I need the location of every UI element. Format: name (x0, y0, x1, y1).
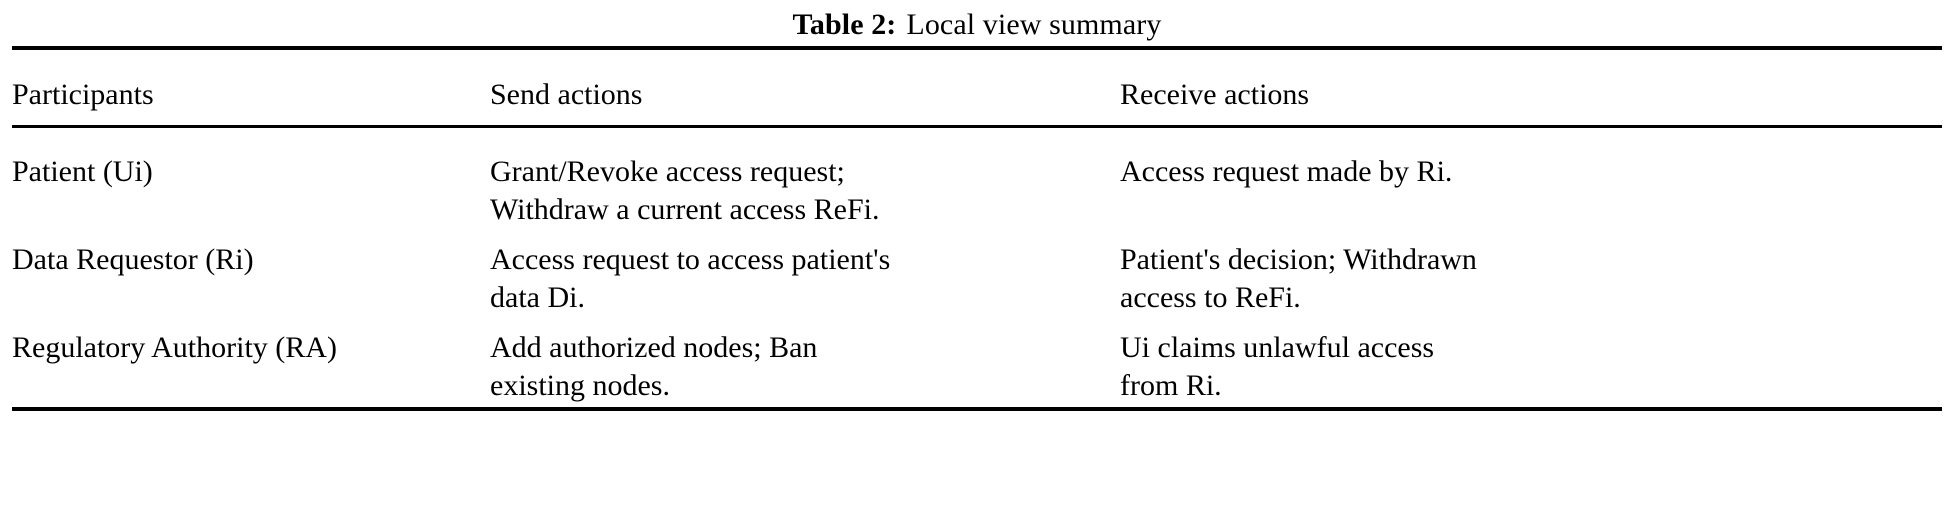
cell-send-actions: Grant/Revoke access request; Withdraw a … (490, 155, 880, 226)
table-mid-rule (12, 125, 1942, 128)
local-view-summary-body: Patient (Ui) Grant/Revoke access request… (12, 143, 1942, 407)
table-caption-text: Local view summary (906, 8, 1162, 41)
table-bottom-rule (12, 407, 1942, 411)
table-caption: Table 2: Local view summary (12, 0, 1942, 46)
table-row: Patient (Ui) Grant/Revoke access request… (12, 143, 1942, 231)
table-row: Regulatory Authority (RA) Add authorized… (12, 319, 1942, 407)
cell-participant: Regulatory Authority (RA) (12, 331, 337, 364)
cell-receive-actions: Ui claims unlawful access from Ri. (1120, 331, 1435, 402)
cell-receive-actions: Access request made by Ri. (1120, 155, 1453, 188)
table-caption-label: Table 2: (792, 8, 897, 41)
cell-send-actions: Access request to access patient's data … (490, 243, 891, 314)
cell-participant: Patient (Ui) (12, 155, 153, 188)
column-header-receive-actions: Receive actions (1120, 78, 1310, 111)
table-header: Participants Send actions Receive action… (12, 65, 1942, 125)
table-header-row: Participants Send actions Receive action… (12, 65, 1942, 125)
cell-participant: Data Requestor (Ri) (12, 243, 254, 276)
local-view-summary-table: Participants Send actions Receive action… (12, 65, 1942, 125)
column-header-send-actions: Send actions (490, 78, 643, 111)
column-header-participants: Participants (12, 78, 154, 111)
table-row: Data Requestor (Ri) Access request to ac… (12, 231, 1942, 319)
cell-send-actions: Add authorized nodes; Ban existing nodes… (490, 331, 818, 402)
table-top-rule (12, 46, 1942, 50)
table-body: Patient (Ui) Grant/Revoke access request… (12, 143, 1942, 407)
cell-receive-actions: Patient's decision; Withdrawn access to … (1120, 243, 1477, 314)
